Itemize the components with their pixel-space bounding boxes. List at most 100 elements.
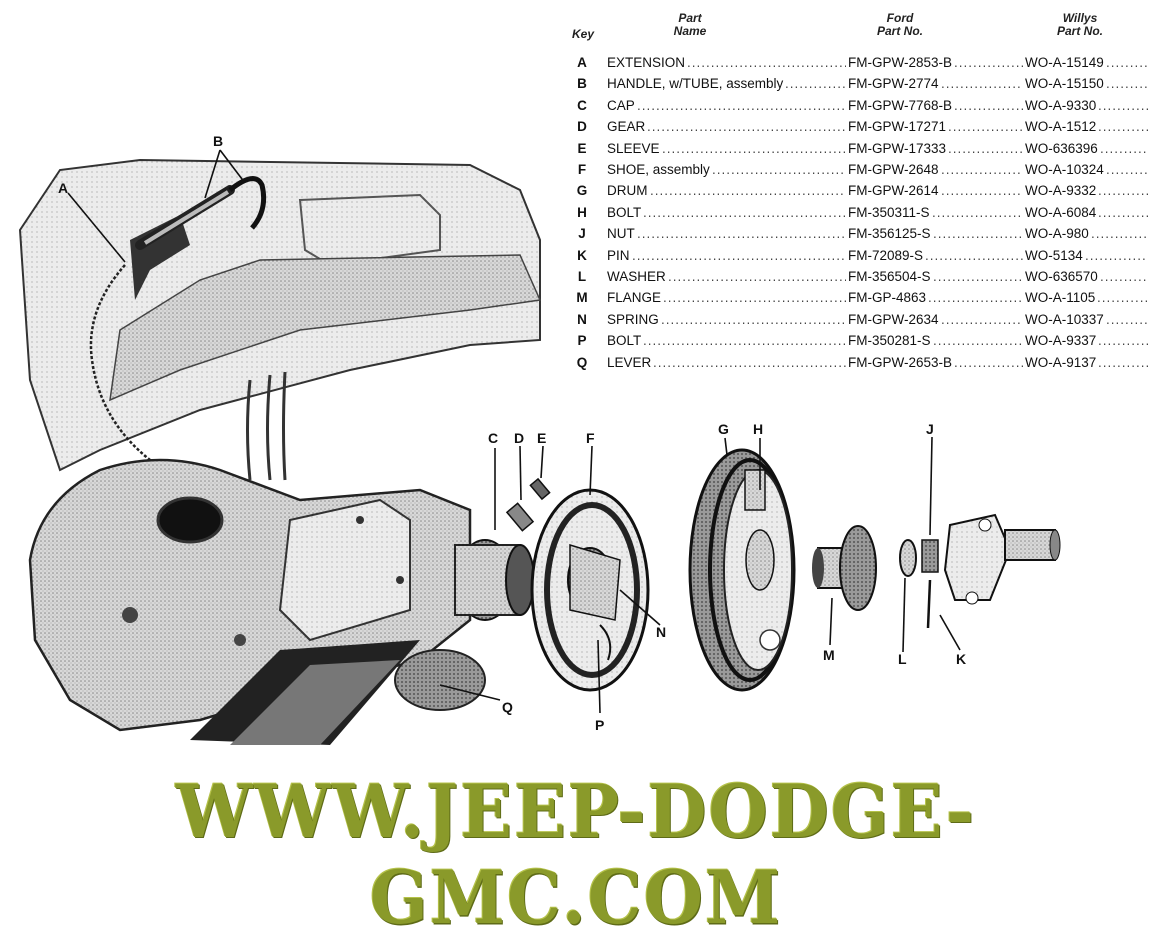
brake-drum	[688, 448, 796, 692]
dot-leader: ........................................…	[637, 226, 846, 242]
row-willys-part-no: WO-A-10337	[1025, 311, 1104, 327]
row-willys-part-no: WO-A-6084	[1025, 204, 1097, 220]
row-part-name: NUT	[607, 226, 635, 242]
row-key: E	[577, 140, 587, 156]
callout-G: G	[718, 421, 729, 437]
dot-leader: ...................	[941, 311, 1023, 327]
row-ford-part-no: FM-GPW-7768-B	[848, 97, 953, 113]
dot-leader: ....................	[933, 269, 1023, 284]
row-willys-part-no: WO-5134	[1025, 247, 1083, 263]
callout-Q: Q	[502, 699, 513, 715]
row-willys-part-no: WO-A-1512	[1025, 119, 1097, 135]
row-part-name: PIN	[607, 247, 630, 263]
dot-leader: ........................................…	[647, 119, 846, 135]
brake-assembly-illustration: A B C D E F G H J N P Q M L K	[18, 133, 1061, 745]
leader-lines	[67, 149, 961, 714]
dot-leader: .............................	[712, 162, 846, 177]
row-ford-part-no: FM-GPW-2853-B	[848, 55, 953, 70]
callout-H: H	[753, 421, 763, 437]
conduit-lines	[246, 371, 287, 481]
row-willys-part-no: WO-636570	[1025, 269, 1098, 284]
row-key: C	[577, 97, 587, 113]
callout-N: N	[656, 624, 666, 640]
row-ford-part-no: FM-72089-S	[848, 247, 924, 263]
row-willys-part-no: WO-A-1105	[1025, 290, 1096, 306]
dot-leader: ................	[954, 55, 1023, 70]
dot-leader: ....................	[933, 333, 1023, 349]
header-ford-line1: Ford	[886, 11, 914, 25]
row-part-name: SLEEVE	[607, 140, 660, 156]
universal-joint	[943, 513, 1061, 605]
row-willys-part-no: WO-A-980	[1025, 226, 1089, 242]
speedo-gear-sleeve	[505, 477, 551, 532]
dot-leader: ...................	[941, 183, 1023, 199]
row-ford-part-no: FM-350281-S	[848, 333, 931, 349]
callout-C: C	[488, 430, 498, 446]
header-part-name: Part Name	[660, 12, 720, 38]
row-willys-part-no: WO-A-9330	[1025, 97, 1097, 113]
table-row: J NUT FM-356125-S WO-A-980.................…	[560, 223, 1152, 244]
header-part-name-line1: Part	[678, 11, 702, 25]
dot-leader: ......................	[925, 247, 1023, 263]
row-willys-part-no: WO-A-9137	[1025, 354, 1097, 370]
row-willys-part-no: WO-A-9337	[1025, 333, 1097, 349]
frame-rails	[190, 640, 486, 745]
row-ford-part-no: FM-356125-S	[848, 226, 931, 242]
dot-leader: ....................	[1106, 55, 1148, 70]
dot-leader: .......................................	[663, 290, 846, 306]
callout-L: L	[898, 651, 907, 667]
header-part-name-line2: Name	[673, 24, 707, 38]
row-part-name: SHOE, assembly	[607, 162, 710, 177]
row-part-name: HANDLE, w/TUBE, assembly	[607, 76, 784, 92]
header-willys: Willys Part No.	[1045, 12, 1115, 38]
dot-leader: .......................................	[661, 311, 846, 327]
dot-leader: ....................	[1106, 76, 1148, 92]
dot-leader: ....................	[1098, 119, 1148, 135]
row-key: F	[577, 162, 587, 177]
callout-E: E	[537, 430, 546, 446]
dot-leader: ....................	[933, 226, 1023, 242]
dot-leader: ....................	[1097, 290, 1148, 306]
callout-B: B	[213, 133, 223, 149]
row-key: P	[577, 333, 587, 349]
dot-leader: ...................	[941, 76, 1023, 92]
row-part-name: BOLT	[607, 204, 642, 220]
dot-leader: ....................	[1098, 333, 1148, 349]
row-key: J	[578, 226, 586, 242]
row-willys-part-no: WO-A-10324	[1025, 162, 1104, 177]
dot-leader: ........................................…	[653, 354, 846, 370]
dot-leader: ........................................…	[650, 183, 846, 199]
row-key: N	[577, 311, 587, 327]
row-ford-part-no: FM-GP-4863	[848, 290, 927, 306]
row-willys-part-no: WO-A-9332	[1025, 183, 1097, 199]
header-willys-line1: Willys	[1062, 11, 1098, 25]
dash-panel	[18, 158, 542, 472]
dot-leader: ....................	[1085, 247, 1148, 263]
row-ford-part-no: FM-GPW-17271	[848, 119, 947, 135]
brake-shoe-plate	[530, 488, 650, 692]
header-willys-line2: Part No.	[1056, 24, 1103, 38]
row-key: B	[577, 76, 587, 92]
dot-leader: ....................	[1098, 97, 1148, 113]
callout-F: F	[586, 430, 595, 446]
callout-D: D	[514, 430, 524, 446]
nut-and-pin	[921, 539, 939, 629]
row-key: Q	[576, 354, 588, 370]
row-ford-part-no: FM-356504-S	[848, 269, 931, 284]
dot-leader: ....................	[1100, 140, 1148, 156]
callout-K: K	[956, 651, 966, 667]
dot-leader: ........................................…	[632, 247, 846, 263]
row-ford-part-no: FM-GPW-2653-B	[848, 354, 953, 370]
callout-labels: A B C D E F G H J N P Q M L K	[58, 133, 966, 733]
flange	[812, 525, 877, 611]
row-key: L	[577, 269, 587, 284]
dot-leader: .................	[948, 119, 1023, 135]
row-key: A	[577, 55, 587, 70]
output-housing	[454, 539, 535, 621]
